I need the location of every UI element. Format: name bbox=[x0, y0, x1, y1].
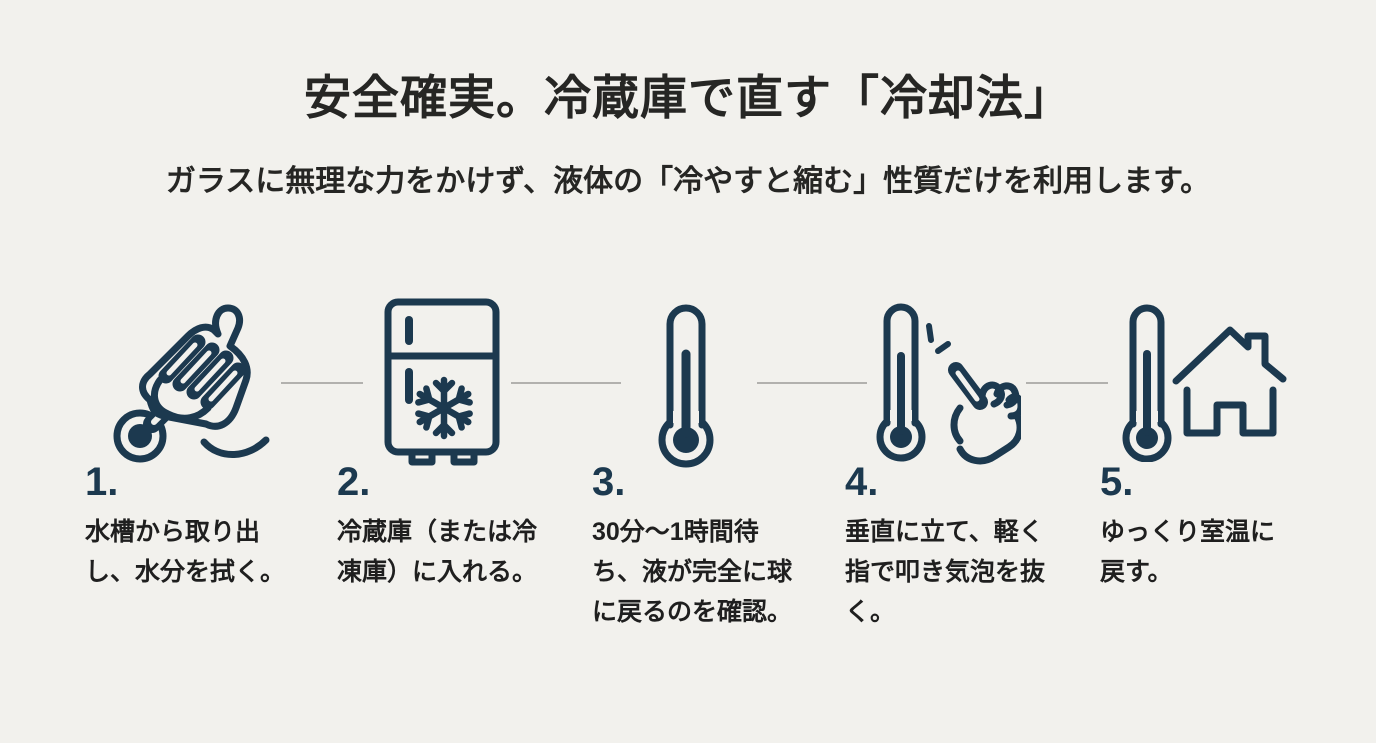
page-title: 安全確実。冷蔵庫で直す「冷却法」 bbox=[304, 71, 1072, 124]
step-3-number: 3. bbox=[592, 460, 626, 504]
step-text-line: し、水分を拭く。 bbox=[85, 558, 286, 586]
step-4-text: 垂直に立て、軽く 指で叩き気泡を抜 く。 bbox=[845, 512, 1045, 632]
refrigerator-snowflake-icon bbox=[382, 296, 502, 477]
cloth-wipe-thermometer-icon bbox=[100, 296, 275, 476]
step-1-text: 水槽から取り出 し、水分を拭く。 bbox=[85, 512, 285, 592]
step-connector-line bbox=[757, 382, 867, 384]
step-text-line: 水槽から取り出 bbox=[85, 518, 261, 546]
step-connector-line bbox=[281, 382, 363, 384]
thermometer-house-icon bbox=[1122, 302, 1287, 467]
step-text-line: ゆっくり室温に bbox=[1100, 518, 1276, 546]
step-text-line: 凍庫）に入れる。 bbox=[337, 558, 538, 586]
thermometer-icon bbox=[657, 299, 715, 474]
step-5-text: ゆっくり室温に 戻す。 bbox=[1100, 512, 1275, 592]
step-connector-line bbox=[1026, 382, 1108, 384]
step-text-line: く。 bbox=[845, 598, 896, 626]
step-connector-line bbox=[511, 382, 621, 384]
step-text-line: ち、液が完全に球 bbox=[592, 558, 793, 586]
step-text-line: 戻す。 bbox=[1100, 558, 1173, 586]
step-text-line: 30分～1時間待 bbox=[592, 518, 759, 546]
step-5-number: 5. bbox=[1100, 460, 1134, 504]
step-1-number: 1. bbox=[85, 460, 119, 504]
step-text-line: 垂直に立て、軽く bbox=[845, 518, 1044, 546]
step-2-text: 冷蔵庫（または冷 凍庫）に入れる。 bbox=[337, 512, 537, 592]
finger-tap-thermometer-icon bbox=[876, 298, 1025, 471]
step-text-line: に戻るのを確認。 bbox=[592, 598, 793, 626]
page-subtitle: ガラスに無理な力をかけず、液体の「冷やすと縮む」性質だけを利用します。 bbox=[165, 165, 1211, 198]
step-4-number: 4. bbox=[845, 460, 879, 504]
step-3-text: 30分～1時間待 ち、液が完全に球 に戻るのを確認。 bbox=[592, 512, 792, 632]
step-text-line: 冷蔵庫（または冷 bbox=[337, 518, 538, 546]
step-text-line: 指で叩き気泡を抜 bbox=[845, 558, 1046, 586]
step-2-number: 2. bbox=[337, 460, 371, 504]
